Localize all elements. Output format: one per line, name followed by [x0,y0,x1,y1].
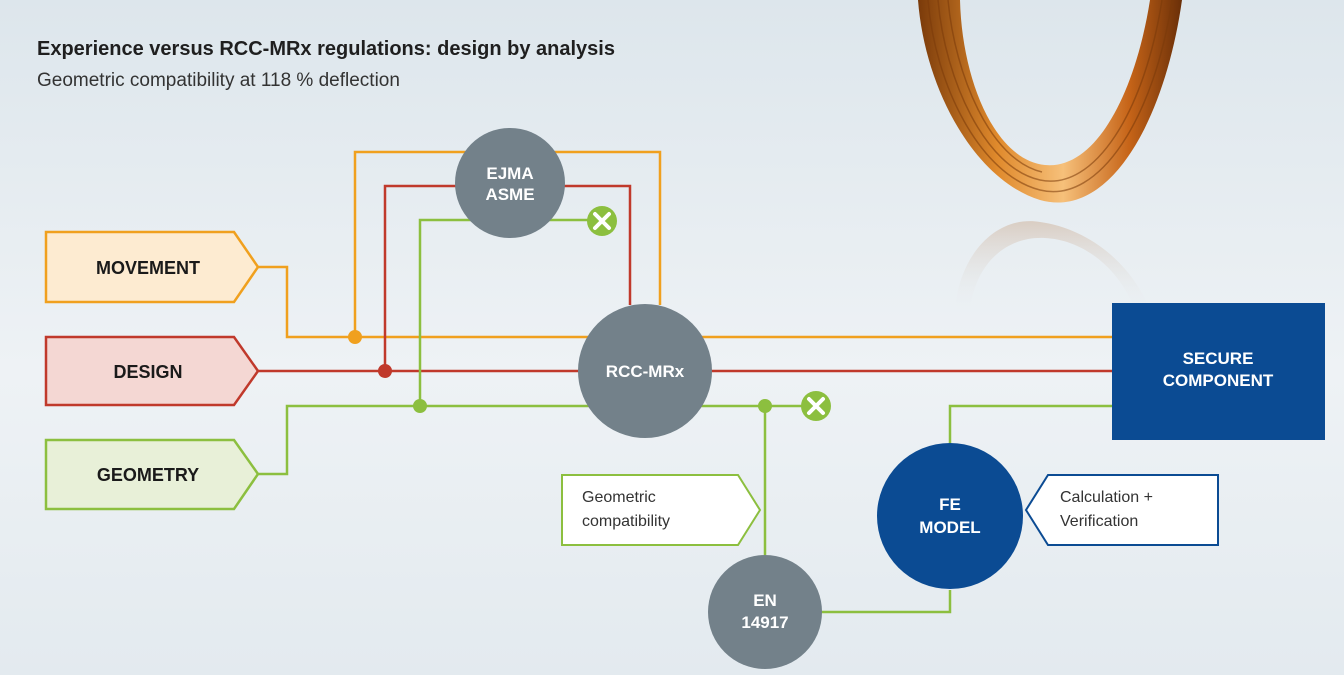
ejma-label: EJMA [486,164,533,183]
fe-to-en-line [820,590,952,614]
diagram-subtitle: Geometric compatibility at 118 % deflect… [37,70,400,91]
en-junction [758,399,772,413]
callout-geometric-compatibility: Geometric compatibility [561,474,762,546]
movement-junction [348,330,362,344]
calc-callout-line2: Verification [1060,513,1138,530]
asme-label: ASME [485,185,534,204]
fail-x-icon [801,391,831,421]
component-label: COMPONENT [1163,371,1274,390]
en-number-label: 14917 [741,613,788,632]
design-junction [378,364,392,378]
model-label: MODEL [919,518,980,537]
input-geometry: GEOMETRY [44,438,260,511]
calc-callout-line1: Calculation + [1060,489,1153,506]
input-design: DESIGN [44,335,260,407]
movement-label: MOVEMENT [96,258,200,278]
node-rcc-mrx: RCC-MRx [578,304,712,438]
geo-callout-line1: Geometric [582,489,656,506]
input-movement: MOVEMENT [44,230,260,304]
fail-x-icon [587,206,617,236]
bellows-image [918,0,1182,310]
callout-calculation-verification: Calculation + Verification [1024,474,1219,546]
secure-component-box: SECURE COMPONENT [1112,303,1325,440]
fe-label: FE [939,495,961,514]
node-fe-model: FE MODEL [877,443,1023,589]
geometry-label: GEOMETRY [97,465,199,485]
geometry-loop [418,218,600,406]
node-ejma-asme: EJMA ASME [455,128,565,238]
geo-callout-line2: compatibility [582,513,670,530]
node-en-14917: EN 14917 [708,555,822,669]
diagram-title: Experience versus RCC-MRx regulations: d… [37,38,615,60]
geometry-line [258,404,815,476]
secure-label: SECURE [1183,349,1254,368]
geometry-junction [413,399,427,413]
design-label: DESIGN [113,362,182,382]
fe-to-secure-line [948,404,1112,443]
en-label: EN [753,591,777,610]
rcc-label: RCC-MRx [606,362,685,381]
